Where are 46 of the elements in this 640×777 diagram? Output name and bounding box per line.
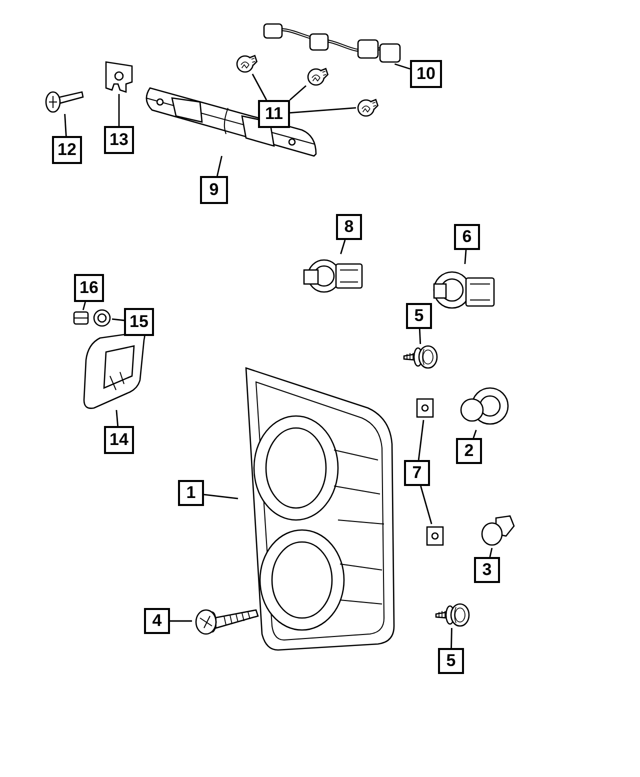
clip-drawing (414, 396, 436, 420)
leader-line (204, 494, 238, 500)
bulb-drawing (306, 65, 328, 87)
leader-line (290, 107, 356, 114)
clip-drawing (104, 60, 134, 94)
clip-drawing (424, 524, 446, 548)
leader-line (118, 94, 120, 126)
callout-number: 5 (438, 648, 464, 674)
callout-number: 9 (200, 176, 228, 204)
leader-line (289, 85, 306, 101)
callout-number: 15 (124, 308, 154, 336)
push-pin-drawing (402, 344, 440, 370)
leader-line (418, 420, 424, 460)
leader-line (394, 63, 410, 70)
callout-number: 11 (258, 100, 290, 128)
leader-line (420, 486, 432, 524)
grommet-drawing (92, 308, 112, 328)
callout-number: 14 (104, 426, 134, 454)
leader-line (216, 156, 222, 176)
callout-number: 10 (410, 60, 442, 88)
callout-number: 6 (454, 224, 480, 250)
leader-line (82, 302, 86, 310)
bulb-drawing (356, 96, 378, 118)
callout-number: 7 (404, 460, 430, 486)
leader-line (472, 430, 477, 438)
callout-number: 2 (456, 438, 482, 464)
callout-number: 13 (104, 126, 134, 154)
callout-number: 3 (474, 557, 500, 583)
callout-number: 5 (406, 303, 432, 329)
callout-number: 12 (52, 136, 82, 164)
leader-line (489, 548, 493, 558)
leader-line (252, 74, 268, 100)
leader-line (116, 410, 118, 426)
callout-number: 8 (336, 214, 362, 240)
leader-line (418, 328, 422, 344)
clip-drawing (72, 310, 90, 326)
leader-line (64, 114, 67, 136)
callout-number: 1 (178, 480, 204, 506)
leader-line (340, 240, 346, 254)
leader-line (450, 628, 452, 648)
leader-line (464, 250, 467, 264)
callout-number: 16 (74, 274, 104, 302)
callout-number: 4 (144, 608, 170, 634)
wiring-harness-drawing (262, 24, 402, 64)
leader-line (112, 318, 124, 322)
leader-line (170, 620, 192, 622)
